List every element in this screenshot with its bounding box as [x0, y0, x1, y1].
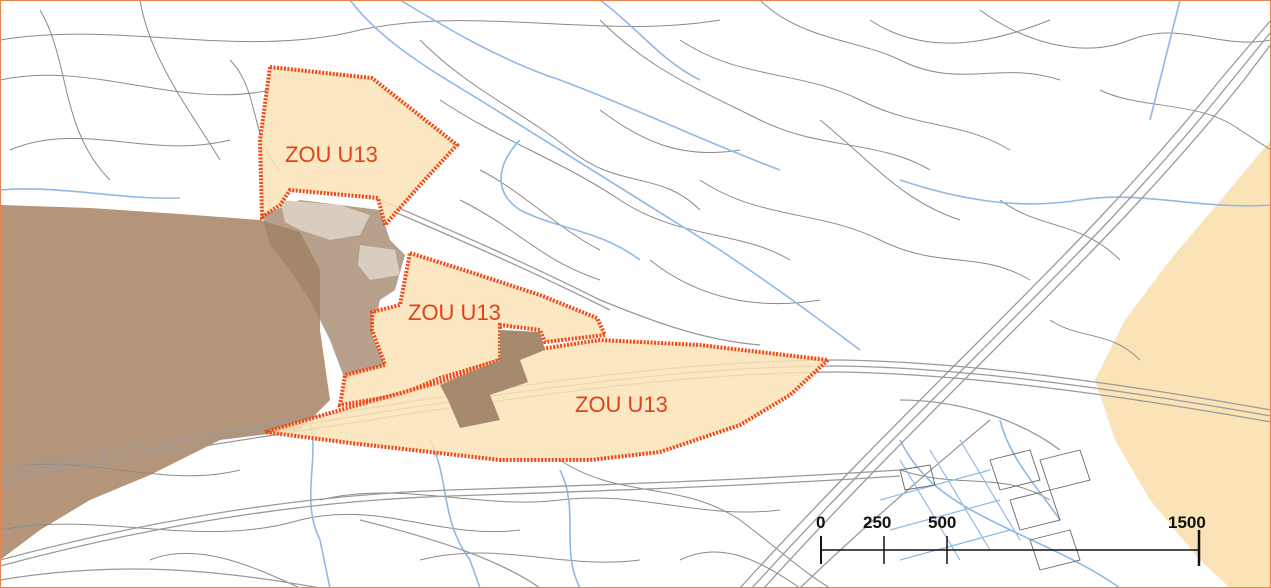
urban-zone-west: [0, 205, 330, 560]
town-blocks: [899, 449, 1091, 571]
zone-east-area: [1095, 140, 1271, 588]
zone-label-north: ZOU U13: [285, 142, 378, 167]
zone-label-middle: ZOU U13: [408, 300, 501, 325]
scale-bar: 0 250 500 1500: [816, 513, 1206, 566]
zone-label-south: ZOU U13: [575, 392, 668, 417]
zou-zone-north: [257, 64, 460, 230]
built-up-patch: [280, 200, 370, 240]
zou-zones: [257, 64, 833, 462]
scale-label-500: 500: [928, 513, 956, 532]
urban-patch: [440, 330, 545, 428]
scale-label-1500: 1500: [1168, 513, 1206, 532]
scale-label-250: 250: [863, 513, 891, 532]
built-up-patch: [358, 245, 400, 280]
built-up-area: [262, 200, 405, 380]
zou-zone-south: [264, 337, 833, 462]
scale-label-0: 0: [816, 513, 825, 532]
